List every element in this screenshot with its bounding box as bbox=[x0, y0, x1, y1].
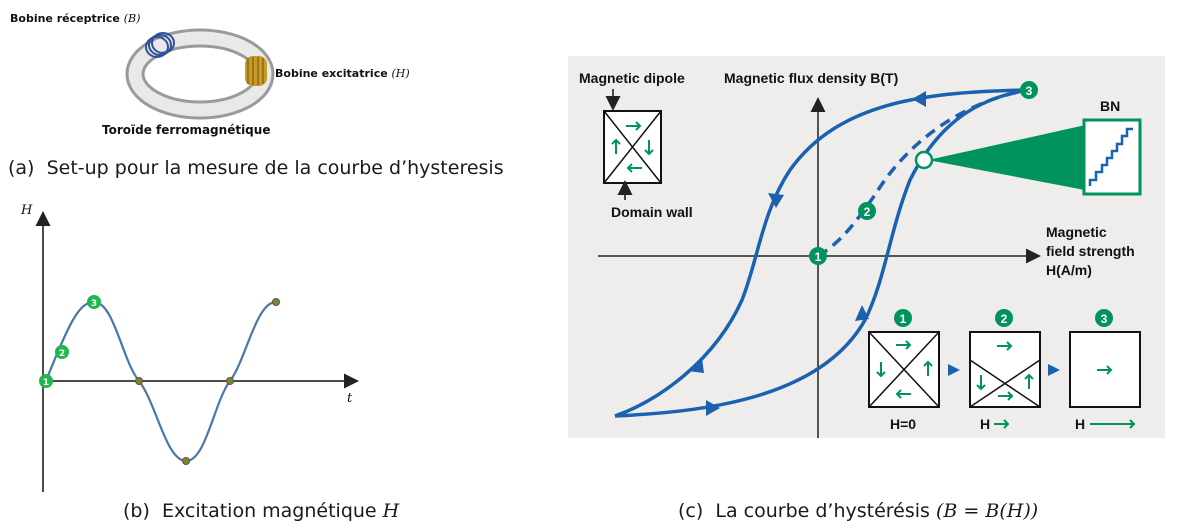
state-arrow-1 bbox=[948, 364, 960, 376]
caption-a-text: Set-up pour la mesure de la courbe d’hys… bbox=[46, 157, 504, 179]
exciter-coil-label: Bobine excitatrice (H) bbox=[275, 67, 410, 80]
caption-b-text: Excitation magnétique bbox=[161, 500, 377, 522]
exciter-coil bbox=[245, 56, 267, 86]
receiver-coil-label: Bobine réceptrice (B) bbox=[10, 12, 140, 25]
caption-c-text: La courbe d’hystérésis bbox=[715, 500, 930, 522]
bn-staircase bbox=[1088, 127, 1133, 186]
caption-c: (c) La courbe d’hystérésis (B = B(H)) bbox=[678, 500, 1038, 522]
svg-text:3: 3 bbox=[1101, 312, 1108, 326]
receiver-coil bbox=[145, 32, 175, 58]
caption-a: (a) Set-up pour la mesure de la courbe d… bbox=[8, 157, 504, 179]
flux-density-label: Magnetic flux density B(T) bbox=[724, 70, 898, 86]
magnetic-dipole-label: Magnetic dipole bbox=[579, 70, 685, 86]
marker-b-3: 3 bbox=[87, 295, 101, 309]
arrow-right-mid bbox=[855, 305, 869, 321]
svg-text:3: 3 bbox=[1026, 84, 1033, 98]
caption-b: (b) Excitation magnétique H bbox=[123, 500, 399, 522]
field-strength-label-2: field strength bbox=[1046, 243, 1135, 259]
marker-c-3: 3 bbox=[1020, 81, 1038, 99]
svg-text:2: 2 bbox=[59, 349, 65, 359]
state-box-3: 3 H bbox=[1069, 309, 1141, 432]
panel-b-excitation-plot: H t 1 2 3 bbox=[20, 203, 359, 492]
dipole-box bbox=[603, 89, 662, 200]
toroid-label: Toroïde ferromagnétique bbox=[102, 123, 270, 137]
arrow-lower-left bbox=[688, 358, 704, 373]
caption-a-prefix: (a) bbox=[8, 157, 35, 179]
caption-b-var: H bbox=[382, 500, 400, 522]
domain-wall-label: Domain wall bbox=[611, 204, 693, 220]
caption-c-var: (B = B(H)) bbox=[936, 500, 1039, 522]
svg-text:2: 2 bbox=[864, 205, 871, 219]
field-strength-label-3: H(A/m) bbox=[1046, 262, 1092, 278]
panel-a-setup: Bobine réceptrice (B) Bobine excitatrice… bbox=[10, 12, 410, 137]
panel-c-hysteresis: BN Magnetic dipole Magnetic flux density… bbox=[568, 56, 1165, 438]
marker-b-1: 1 bbox=[39, 374, 53, 388]
zero-crossing-dots bbox=[135, 298, 280, 465]
initial-magnetization-curve bbox=[817, 88, 1029, 258]
svg-text:H: H bbox=[980, 416, 990, 432]
bn-label: BN bbox=[1100, 98, 1120, 114]
panel-c-background bbox=[568, 56, 1165, 438]
svg-text:2: 2 bbox=[1001, 312, 1008, 326]
state-arrow-2 bbox=[1048, 364, 1060, 376]
marker-c-2: 2 bbox=[858, 202, 876, 220]
caption-c-prefix: (c) bbox=[678, 500, 704, 522]
bn-wedge bbox=[928, 124, 1090, 191]
marker-b-2: 2 bbox=[55, 345, 69, 359]
svg-text:3: 3 bbox=[91, 299, 97, 309]
caption-b-prefix: (b) bbox=[123, 500, 150, 522]
descending-branch bbox=[614, 88, 1029, 418]
bn-point bbox=[914, 150, 934, 170]
axis-y-label: H bbox=[20, 203, 33, 218]
axis-x-label: t bbox=[347, 391, 353, 406]
ascending-branch bbox=[614, 88, 1029, 418]
arrow-left-mid bbox=[768, 193, 784, 208]
svg-text:H=0: H=0 bbox=[890, 416, 916, 432]
svg-text:1: 1 bbox=[900, 312, 907, 326]
field-strength-label-1: Magnetic bbox=[1046, 224, 1107, 240]
svg-text:H: H bbox=[1075, 416, 1085, 432]
state-box-1: 1 H=0 bbox=[868, 309, 940, 432]
svg-text:1: 1 bbox=[43, 378, 49, 388]
svg-text:1: 1 bbox=[815, 250, 822, 264]
arrow-bottom bbox=[706, 400, 720, 416]
marker-c-1: 1 bbox=[809, 247, 827, 265]
state-box-2: 2 H bbox=[969, 309, 1041, 432]
arrow-top-left bbox=[912, 91, 926, 107]
